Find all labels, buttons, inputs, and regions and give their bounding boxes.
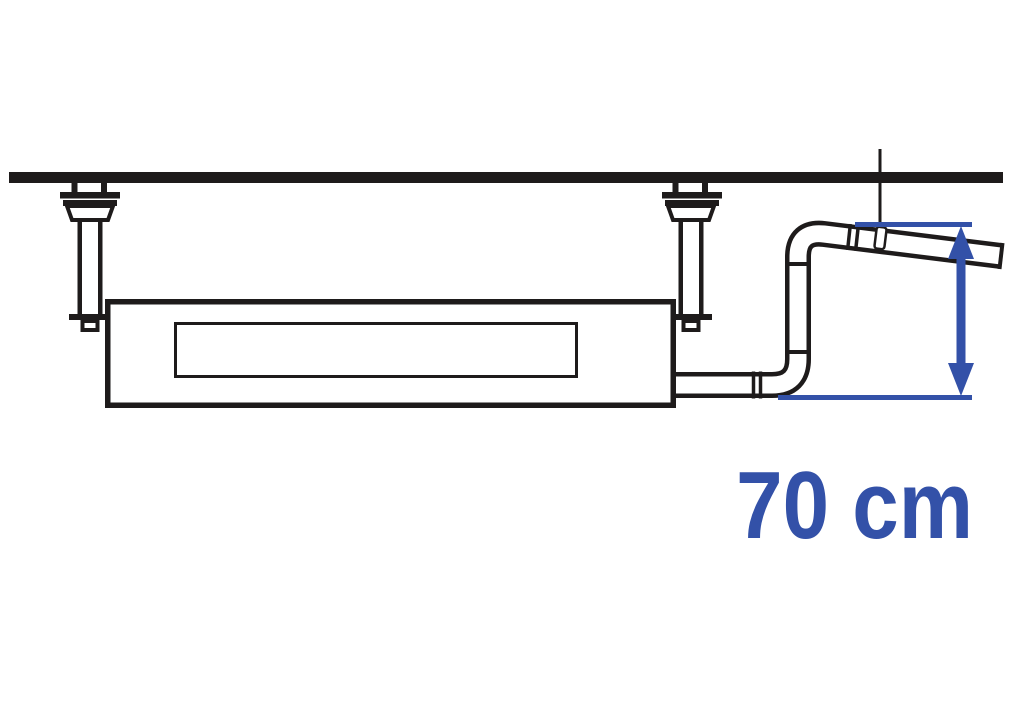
nut-plate-icon [63,200,117,206]
threaded-rod-icon [77,220,82,316]
dimension-extension-line-bottom [778,395,972,400]
arrow-up-icon [948,226,974,259]
dimension-extension-line-top [855,222,972,227]
damper-cup-icon [64,204,116,222]
threaded-rod-icon [699,220,704,316]
mounting-bracket-icon [69,314,105,320]
dimension-arrow-shaft [956,255,966,367]
arrow-down-icon [948,363,974,396]
dimension-label: 70 cm [736,452,973,559]
hanger-stud-icon [702,182,708,193]
washer-plate-icon [662,192,722,199]
pipe-top-reference-line [878,149,882,230]
pipe-socket-joint [853,224,861,251]
pipe-end-cap [997,242,1005,270]
drain-pipe [676,220,1005,399]
unit-front-panel [174,322,578,378]
pipe-break-marker-icon [873,225,888,251]
nut-plate-icon [665,200,719,206]
hanger-bolt-right [662,182,722,332]
indoor-unit-body [105,299,676,408]
washer-plate-icon [60,192,120,199]
hanger-stud-icon [672,182,679,193]
drain-pipe-bore [676,225,1003,394]
hanger-stud-icon [101,182,107,193]
mounting-bracket-icon [676,314,712,320]
pipe-socket-joint [845,223,853,251]
dimension-annotation [778,222,974,400]
threaded-rod-icon [98,220,103,316]
threaded-rod-icon [678,220,683,316]
hanger-stud-icon [71,182,78,193]
hanger-bolt-left [60,182,120,332]
lock-nut-icon [681,319,701,332]
damper-cup-icon [665,204,717,222]
ceiling-line [9,172,1003,183]
lock-nut-icon [80,319,100,332]
pipe-break-marker [873,225,888,251]
